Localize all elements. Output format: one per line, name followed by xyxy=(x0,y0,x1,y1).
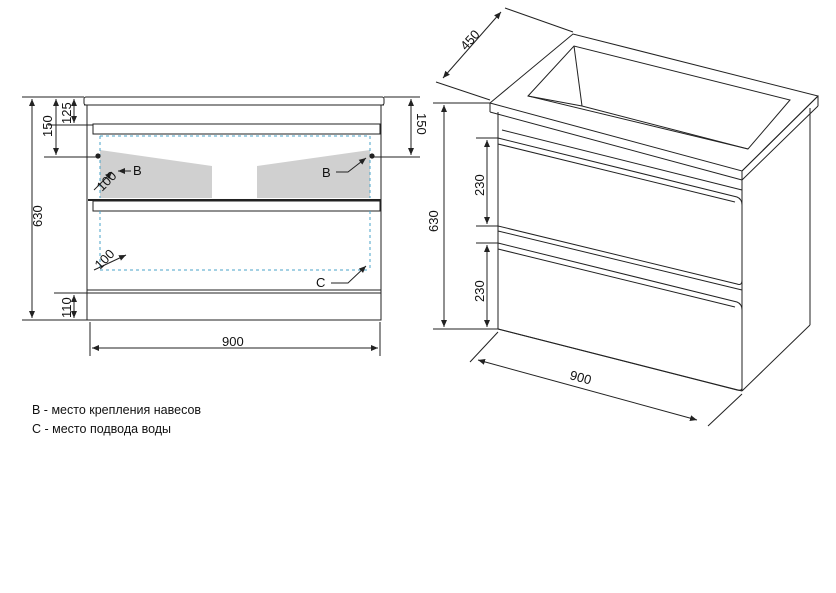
dim-front-bottom-110: 110 xyxy=(59,297,74,318)
mount-point-right xyxy=(369,153,375,159)
dim-front-top-125: 125 xyxy=(59,102,74,124)
iso-basin-top xyxy=(488,33,819,172)
dim-iso-drawer-lower-230: 230 xyxy=(472,280,487,302)
iso-drawer-lower xyxy=(497,242,743,391)
dim-front-right-150: 150 xyxy=(414,113,429,135)
iso-drawer-upper xyxy=(497,137,743,285)
front-top-slab xyxy=(83,96,385,106)
legend-mount-points: B - место крепления навесов xyxy=(32,403,202,417)
front-upper-facade xyxy=(92,123,381,135)
dim-iso-width-900: 900 xyxy=(568,367,593,387)
mount-label-right: B xyxy=(322,165,331,180)
front-middle-rail xyxy=(92,200,381,212)
front-shade-right xyxy=(257,150,370,198)
dim-front-width-900: 900 xyxy=(222,334,244,349)
front-view: B B C 100 100 630 150 125 110 xyxy=(22,96,429,356)
mount-point-left xyxy=(95,153,101,159)
isometric-view: 450 630 230 230 900 xyxy=(426,7,819,427)
front-shade-left xyxy=(100,150,212,198)
dim-iso-height-630: 630 xyxy=(426,210,441,232)
legend-water-inlet: C - место подвода воды xyxy=(32,422,172,436)
dim-iso-depth-450: 450 xyxy=(457,27,483,53)
dim-front-height-630: 630 xyxy=(30,205,45,227)
water-label: C xyxy=(316,275,325,290)
dim-front-top-150: 150 xyxy=(40,115,55,137)
dim-iso-drawer-upper-230: 230 xyxy=(472,174,487,196)
iso-basin-inner xyxy=(527,45,791,150)
front-cabinet-body xyxy=(86,104,382,321)
mount-label-left: B xyxy=(133,163,142,178)
dim-mount-offset-lower: 100 xyxy=(92,246,118,272)
